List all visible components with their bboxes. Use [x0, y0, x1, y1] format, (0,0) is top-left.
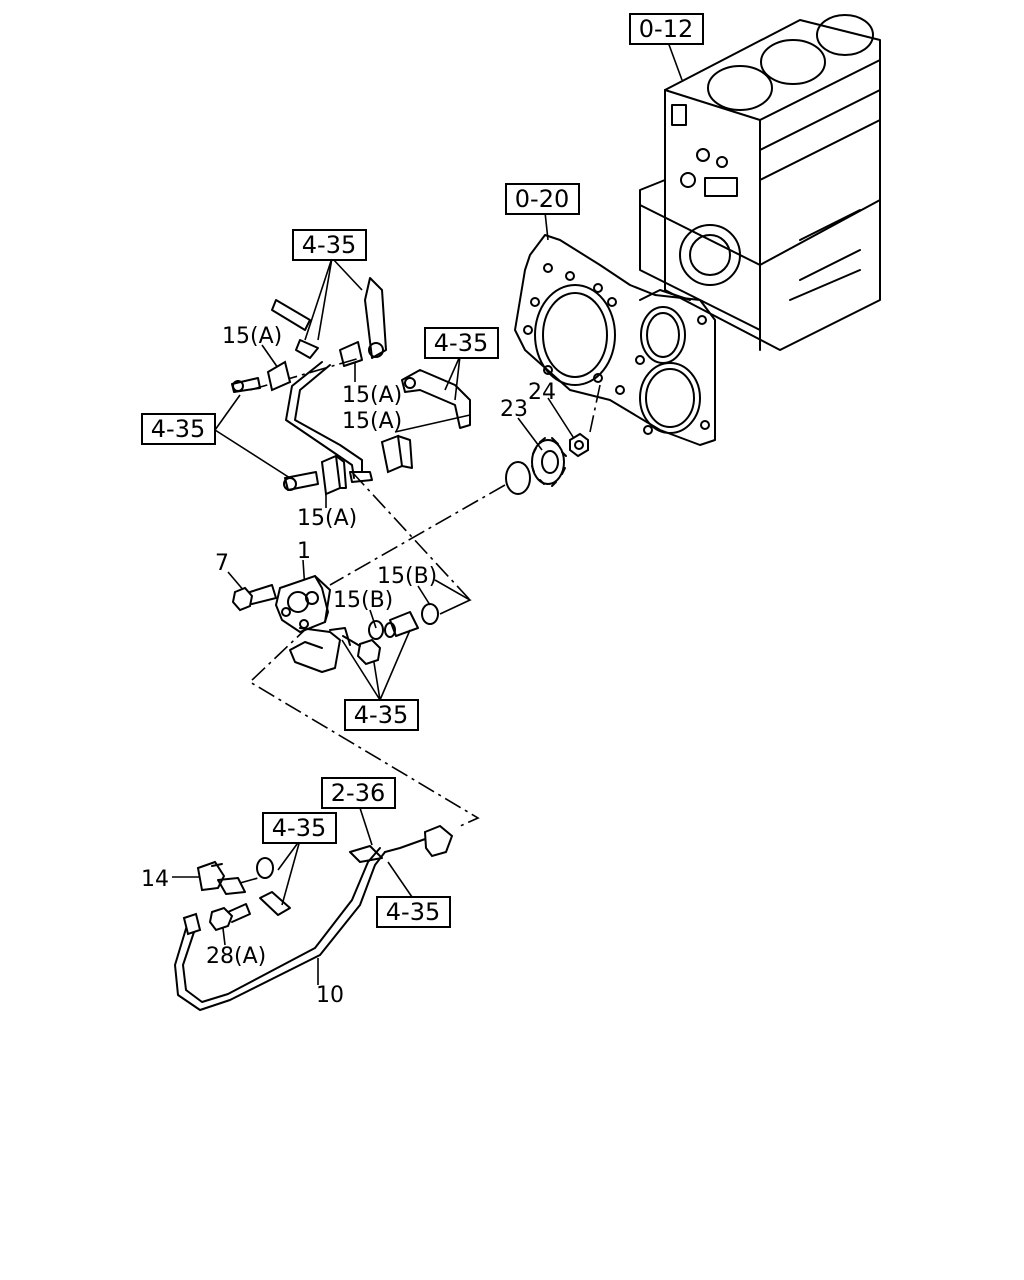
label-15b-left: 15(B): [333, 588, 393, 613]
ref-engine-block-text: 0-12: [639, 15, 693, 43]
oil-pump-1: [274, 574, 332, 634]
pump-outlet-pipe: [289, 627, 382, 673]
label-24: 24: [528, 380, 556, 405]
ref-pipe-group-upper-text: 4-35: [302, 231, 356, 259]
ref-sensor-group-text: 4-35: [272, 814, 326, 842]
ref-clip-group-left-text: 4-35: [151, 415, 205, 443]
label-28a: 28(A): [206, 944, 266, 969]
sensor-14: [196, 860, 246, 895]
label-15a-bottom: 15(A): [297, 506, 357, 531]
ref-pipe-group-upper: 4-35: [292, 229, 367, 261]
ref-cable-group-text: 2-36: [331, 779, 385, 807]
ref-bracket-group: 4-35: [424, 327, 499, 359]
ref-engine-block: 0-12: [629, 13, 704, 45]
engine-block: [639, 14, 881, 351]
ref-cable-clip-group-text: 4-35: [386, 898, 440, 926]
sensor-cable-10: [174, 824, 454, 1011]
clip-15a-bottom: [283, 454, 347, 496]
label-15b-right: 15(B): [377, 564, 437, 589]
label-10: 10: [316, 983, 344, 1008]
gear-case: [514, 234, 716, 446]
ref-clip-group-left: 4-35: [141, 413, 216, 445]
ref-gear-case: 0-20: [505, 183, 580, 215]
ref-cable-group: 2-36: [321, 777, 396, 809]
clip-15a-mid: [380, 434, 413, 474]
bolt-7: [231, 584, 277, 612]
gear-23: [531, 437, 567, 487]
label-14: 14: [141, 867, 169, 892]
bracket-15a: [401, 369, 471, 429]
ref-sensor-group: 4-35: [262, 812, 337, 844]
label-7: 7: [215, 551, 229, 576]
ref-bracket-group-text: 4-35: [434, 329, 488, 357]
ref-cable-clip-group: 4-35: [376, 896, 451, 928]
nut-24: [569, 432, 589, 458]
washer-and-bolt: [256, 857, 291, 916]
bolt-28a: [208, 903, 251, 932]
hose-15b: [368, 603, 439, 640]
label-23: 23: [500, 397, 528, 422]
label-15a-mid1: 15(A): [342, 383, 402, 408]
ref-gear-case-text: 0-20: [515, 185, 569, 213]
clip-15a-top: [231, 360, 292, 393]
o-ring: [505, 461, 531, 495]
ref-pump-group-text: 4-35: [354, 701, 408, 729]
label-1: 1: [297, 539, 311, 564]
label-15a-mid2: 15(A): [342, 409, 402, 434]
upper-oil-pipe: [271, 277, 387, 483]
label-15a-top: 15(A): [222, 324, 282, 349]
leader-lines: [172, 41, 683, 985]
ref-pump-group: 4-35: [344, 699, 419, 731]
